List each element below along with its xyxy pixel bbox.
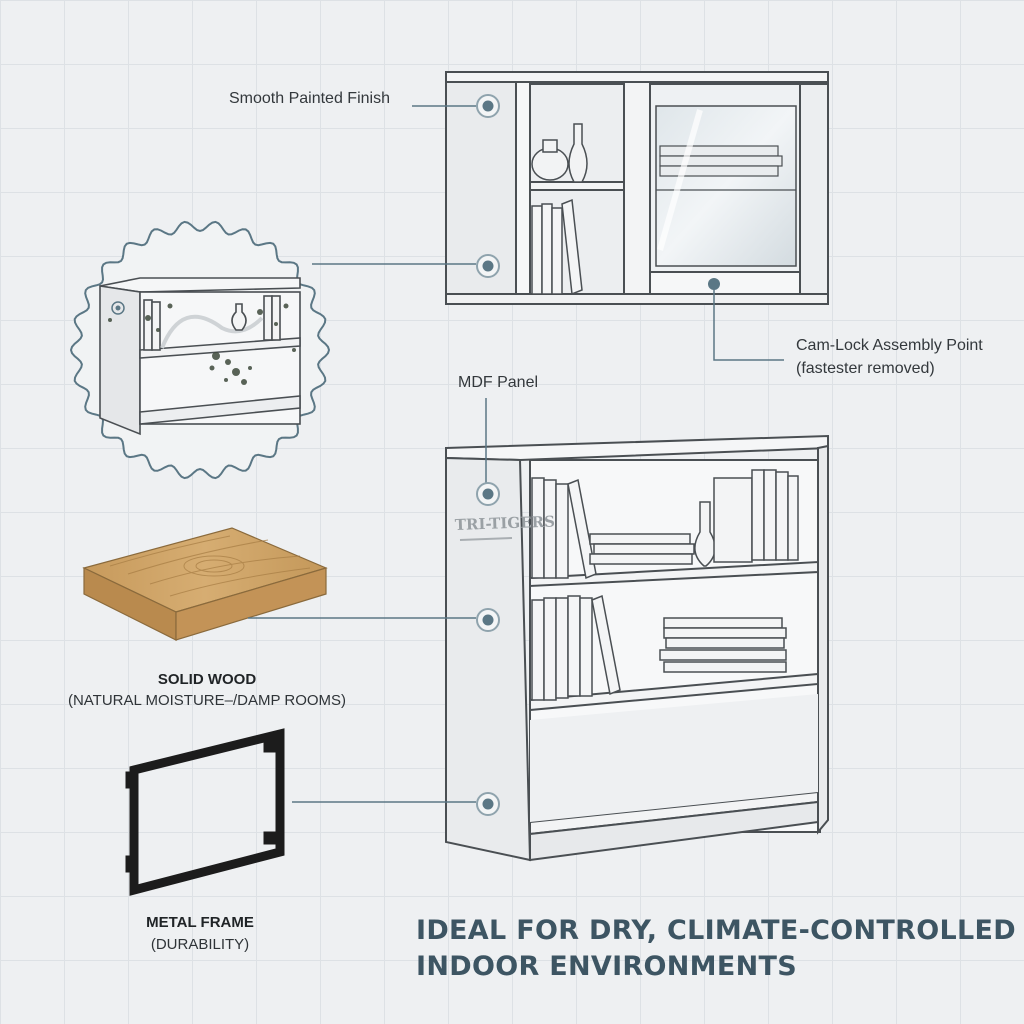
bookcase bbox=[445, 434, 829, 862]
headline-line-2: INDOOR ENVIRONMENTS bbox=[416, 951, 797, 982]
cam-lock-label: Cam-Lock Assembly Point bbox=[796, 337, 983, 354]
callout-lines bbox=[248, 105, 784, 803]
solid-wood-label: SOLID WOOD bbox=[157, 671, 257, 688]
headline: IDEAL FOR DRY, CLIMATE-CONTROLLED INDOOR… bbox=[416, 913, 1016, 985]
metal-frame-note: (DURABILITY) bbox=[150, 936, 250, 953]
solid-wood-plank bbox=[82, 527, 328, 641]
smooth-finish-label: Smooth Painted Finish bbox=[229, 90, 390, 107]
metal-frame-label: METAL FRAME bbox=[146, 914, 254, 931]
metal-frame bbox=[125, 728, 285, 896]
damaged-cabinet-vignette bbox=[69, 220, 331, 480]
mdf-panel-label: MDF Panel bbox=[458, 374, 539, 391]
brand-mark: TRI-TIGERS bbox=[455, 513, 556, 534]
cam-lock-note: (fastester removed) bbox=[796, 360, 935, 377]
solid-wood-note: (NATURAL MOISTURE–/DAMP ROOMS) bbox=[67, 692, 347, 709]
headline-line-1: IDEAL FOR DRY, CLIMATE-CONTROLLED bbox=[416, 915, 1016, 946]
callout-markers bbox=[476, 94, 720, 816]
upper-cabinet bbox=[445, 71, 829, 305]
